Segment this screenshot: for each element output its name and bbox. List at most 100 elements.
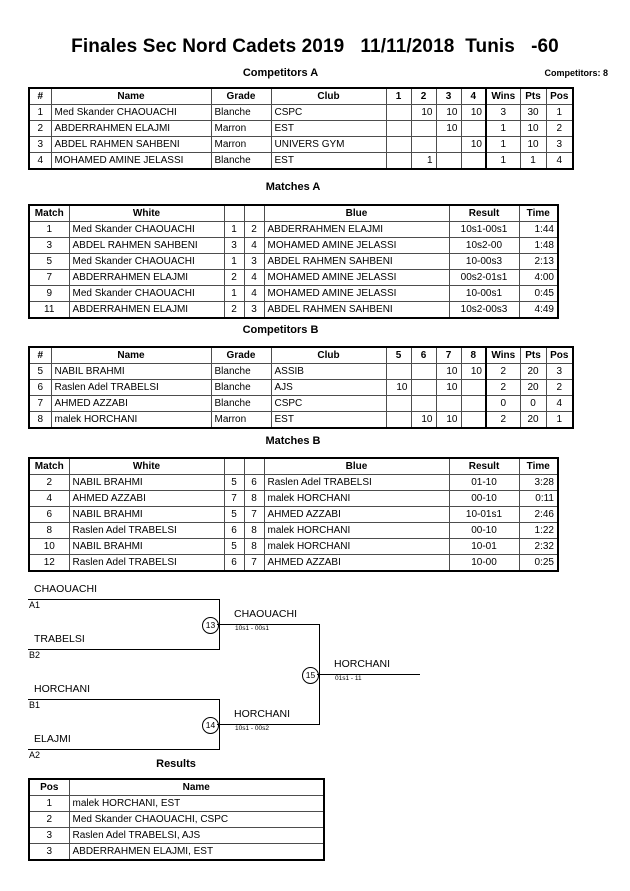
cell-white-name: NABIL BRAHMI	[68, 538, 225, 555]
cell-white-number: 6	[223, 522, 245, 539]
cell-number: 7	[28, 395, 52, 412]
cell-white-number: 2	[223, 269, 245, 286]
cell-white-number: 5	[223, 506, 245, 523]
cell-score-4	[460, 379, 487, 396]
cell-white-number: 3	[223, 237, 245, 254]
cell-pos: 2	[545, 379, 574, 396]
bracket-match-number-15: 15	[302, 667, 319, 684]
cell-score-2: 10	[410, 411, 437, 429]
cell-club: EST	[270, 411, 387, 429]
cell-result: 10-00s1	[448, 285, 520, 302]
col-club: Club	[270, 346, 387, 364]
cell-pts: 10	[519, 136, 547, 153]
cell-position: 3	[28, 843, 70, 861]
cell-score-1: 10	[385, 379, 412, 396]
cell-pts: 0	[519, 395, 547, 412]
cell-score-4: 10	[460, 104, 487, 121]
cell-blue-name: Raslen Adel TRABELSI	[263, 474, 450, 491]
section-heading-matches-b: Matches B	[265, 435, 321, 447]
cell-score-4: 10	[460, 363, 487, 380]
cell-pos: 4	[545, 395, 574, 412]
cell-white-number: 1	[223, 221, 245, 238]
cell-wins: 2	[485, 411, 521, 429]
cell-score-4	[460, 411, 487, 429]
cell-score-2: 10	[410, 104, 437, 121]
competitors-a-table: # Name Grade Club 1 2 3 4 Wins Pts Pos 1…	[28, 87, 574, 170]
cell-match-number: 7	[28, 269, 70, 286]
cell-score-3	[435, 136, 462, 153]
table-header-row: # Name Grade Club 1 2 3 4 Wins Pts Pos	[28, 87, 574, 105]
cell-club: EST	[270, 152, 387, 170]
col-name: Name	[50, 346, 212, 364]
cell-score-3	[435, 152, 462, 170]
cell-wins: 1	[485, 136, 521, 153]
bracket-entrant-seed-2: B2	[29, 650, 41, 660]
col-blue: Blue	[263, 457, 450, 475]
section-heading-results: Results	[156, 758, 196, 770]
cell-white-name: Med Skander CHAOUACHI	[68, 285, 225, 302]
bracket-entrant-seed-4: A2	[29, 750, 41, 760]
cell-white-name: Med Skander CHAOUACHI	[68, 221, 225, 238]
cell-result: 10-01s1	[448, 506, 520, 523]
col-result: Result	[448, 457, 520, 475]
section-heading-competitors-a: Competitors A	[242, 67, 319, 79]
cell-pos: 3	[545, 363, 574, 380]
cell-pts: 20	[519, 379, 547, 396]
cell-blue-name: AHMED AZZABI	[263, 554, 450, 572]
table-header-row: Pos Name	[28, 778, 325, 796]
col-opponent-3: 3	[435, 87, 462, 105]
cell-score-3: 10	[435, 411, 462, 429]
cell-position: 2	[28, 811, 70, 828]
cell-name: ABDEL RAHMEN SAHBENI	[50, 136, 212, 153]
cell-score-3	[435, 395, 462, 412]
cell-blue-name: malek HORCHANI	[263, 490, 450, 507]
cell-score-3: 10	[435, 120, 462, 137]
bracket-entrant-name-3: HORCHANI	[34, 683, 91, 695]
cell-pos: 1	[545, 411, 574, 429]
cell-score-2	[410, 136, 437, 153]
cell-blue-name: MOHAMED AMINE JELASSI	[263, 269, 450, 286]
cell-white-name: ABDEL RAHMEN SAHBENI	[68, 237, 225, 254]
col-time: Time	[518, 204, 559, 222]
cell-grade: Marron	[210, 136, 272, 153]
cell-wins: 2	[485, 363, 521, 380]
col-name: Name	[50, 87, 212, 105]
cell-score-4: 10	[460, 136, 487, 153]
col-opponent-2: 2	[410, 87, 437, 105]
col-opponent-8: 8	[460, 346, 487, 364]
cell-white-name: NABIL BRAHMI	[68, 506, 225, 523]
bracket-semifinal-score-2: 10s1 - 00s2	[235, 725, 269, 732]
cell-grade: Blanche	[210, 379, 272, 396]
col-blue-number	[243, 204, 265, 222]
cell-score-2: 1	[410, 152, 437, 170]
cell-time: 1:48	[518, 237, 559, 254]
cell-club: CSPC	[270, 104, 387, 121]
cell-time: 4:00	[518, 269, 559, 286]
cell-pos: 1	[545, 104, 574, 121]
cell-club: AJS	[270, 379, 387, 396]
cell-score-2	[410, 379, 437, 396]
cell-club: EST	[270, 120, 387, 137]
cell-number: 3	[28, 136, 52, 153]
bracket-line-final-winner	[317, 674, 420, 675]
cell-white-number: 5	[223, 538, 245, 555]
cell-blue-number: 3	[243, 253, 265, 270]
cell-name: ABDERRAHMEN ELAJMI	[50, 120, 212, 137]
col-name: Name	[68, 778, 325, 796]
cell-position: 1	[28, 795, 70, 812]
col-blue-number	[243, 457, 265, 475]
cell-pos: 4	[545, 152, 574, 170]
competitors-count-label: Competitors: 8	[544, 68, 608, 78]
cell-blue-name: ABDEL RAHMEN SAHBENI	[263, 301, 450, 319]
